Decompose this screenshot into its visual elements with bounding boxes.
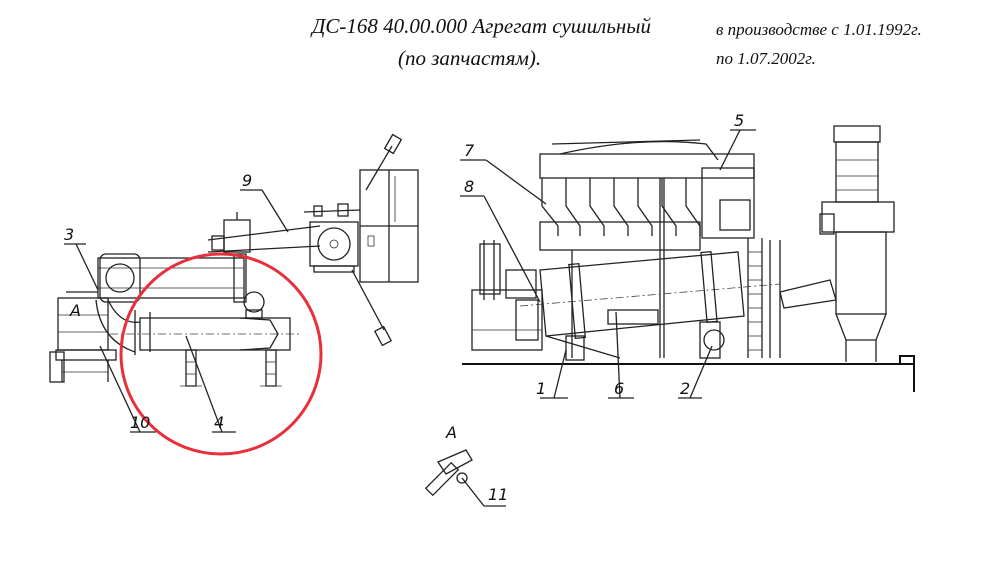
left-assembly [49,133,419,387]
highlight-circle [119,252,323,456]
cyclone-battery [539,167,755,251]
view-a-marker: А [69,301,81,320]
callout-9: 9 [242,171,252,190]
ladder [747,238,781,358]
exhaust-stack [819,125,895,362]
drawing-subtitle: (по запчастям). [398,46,542,70]
callout-7: 7 [464,141,475,160]
callout-11: 11 [488,485,508,504]
callout-6: 6 [614,379,624,398]
callout-8: 8 [464,177,474,196]
production-start-date: в производстве с 1.01.1992г. [716,20,922,39]
callout-3: 3 [64,225,74,244]
production-end-date: по 1.07.2002г. [716,49,816,68]
drawing-title: ДС-168 40.00.000 Агрегат сушильный [312,14,652,38]
callout-5: 5 [734,111,744,130]
callout-2: 2 [680,379,690,398]
leader-lines [64,129,756,433]
callout-1: 1 [536,379,546,398]
view-a-detail-label: А [445,423,457,442]
callout-10: 10 [130,413,150,432]
right-assembly [462,125,915,392]
callout-4: 4 [214,413,224,432]
detail-view-a [424,449,506,507]
